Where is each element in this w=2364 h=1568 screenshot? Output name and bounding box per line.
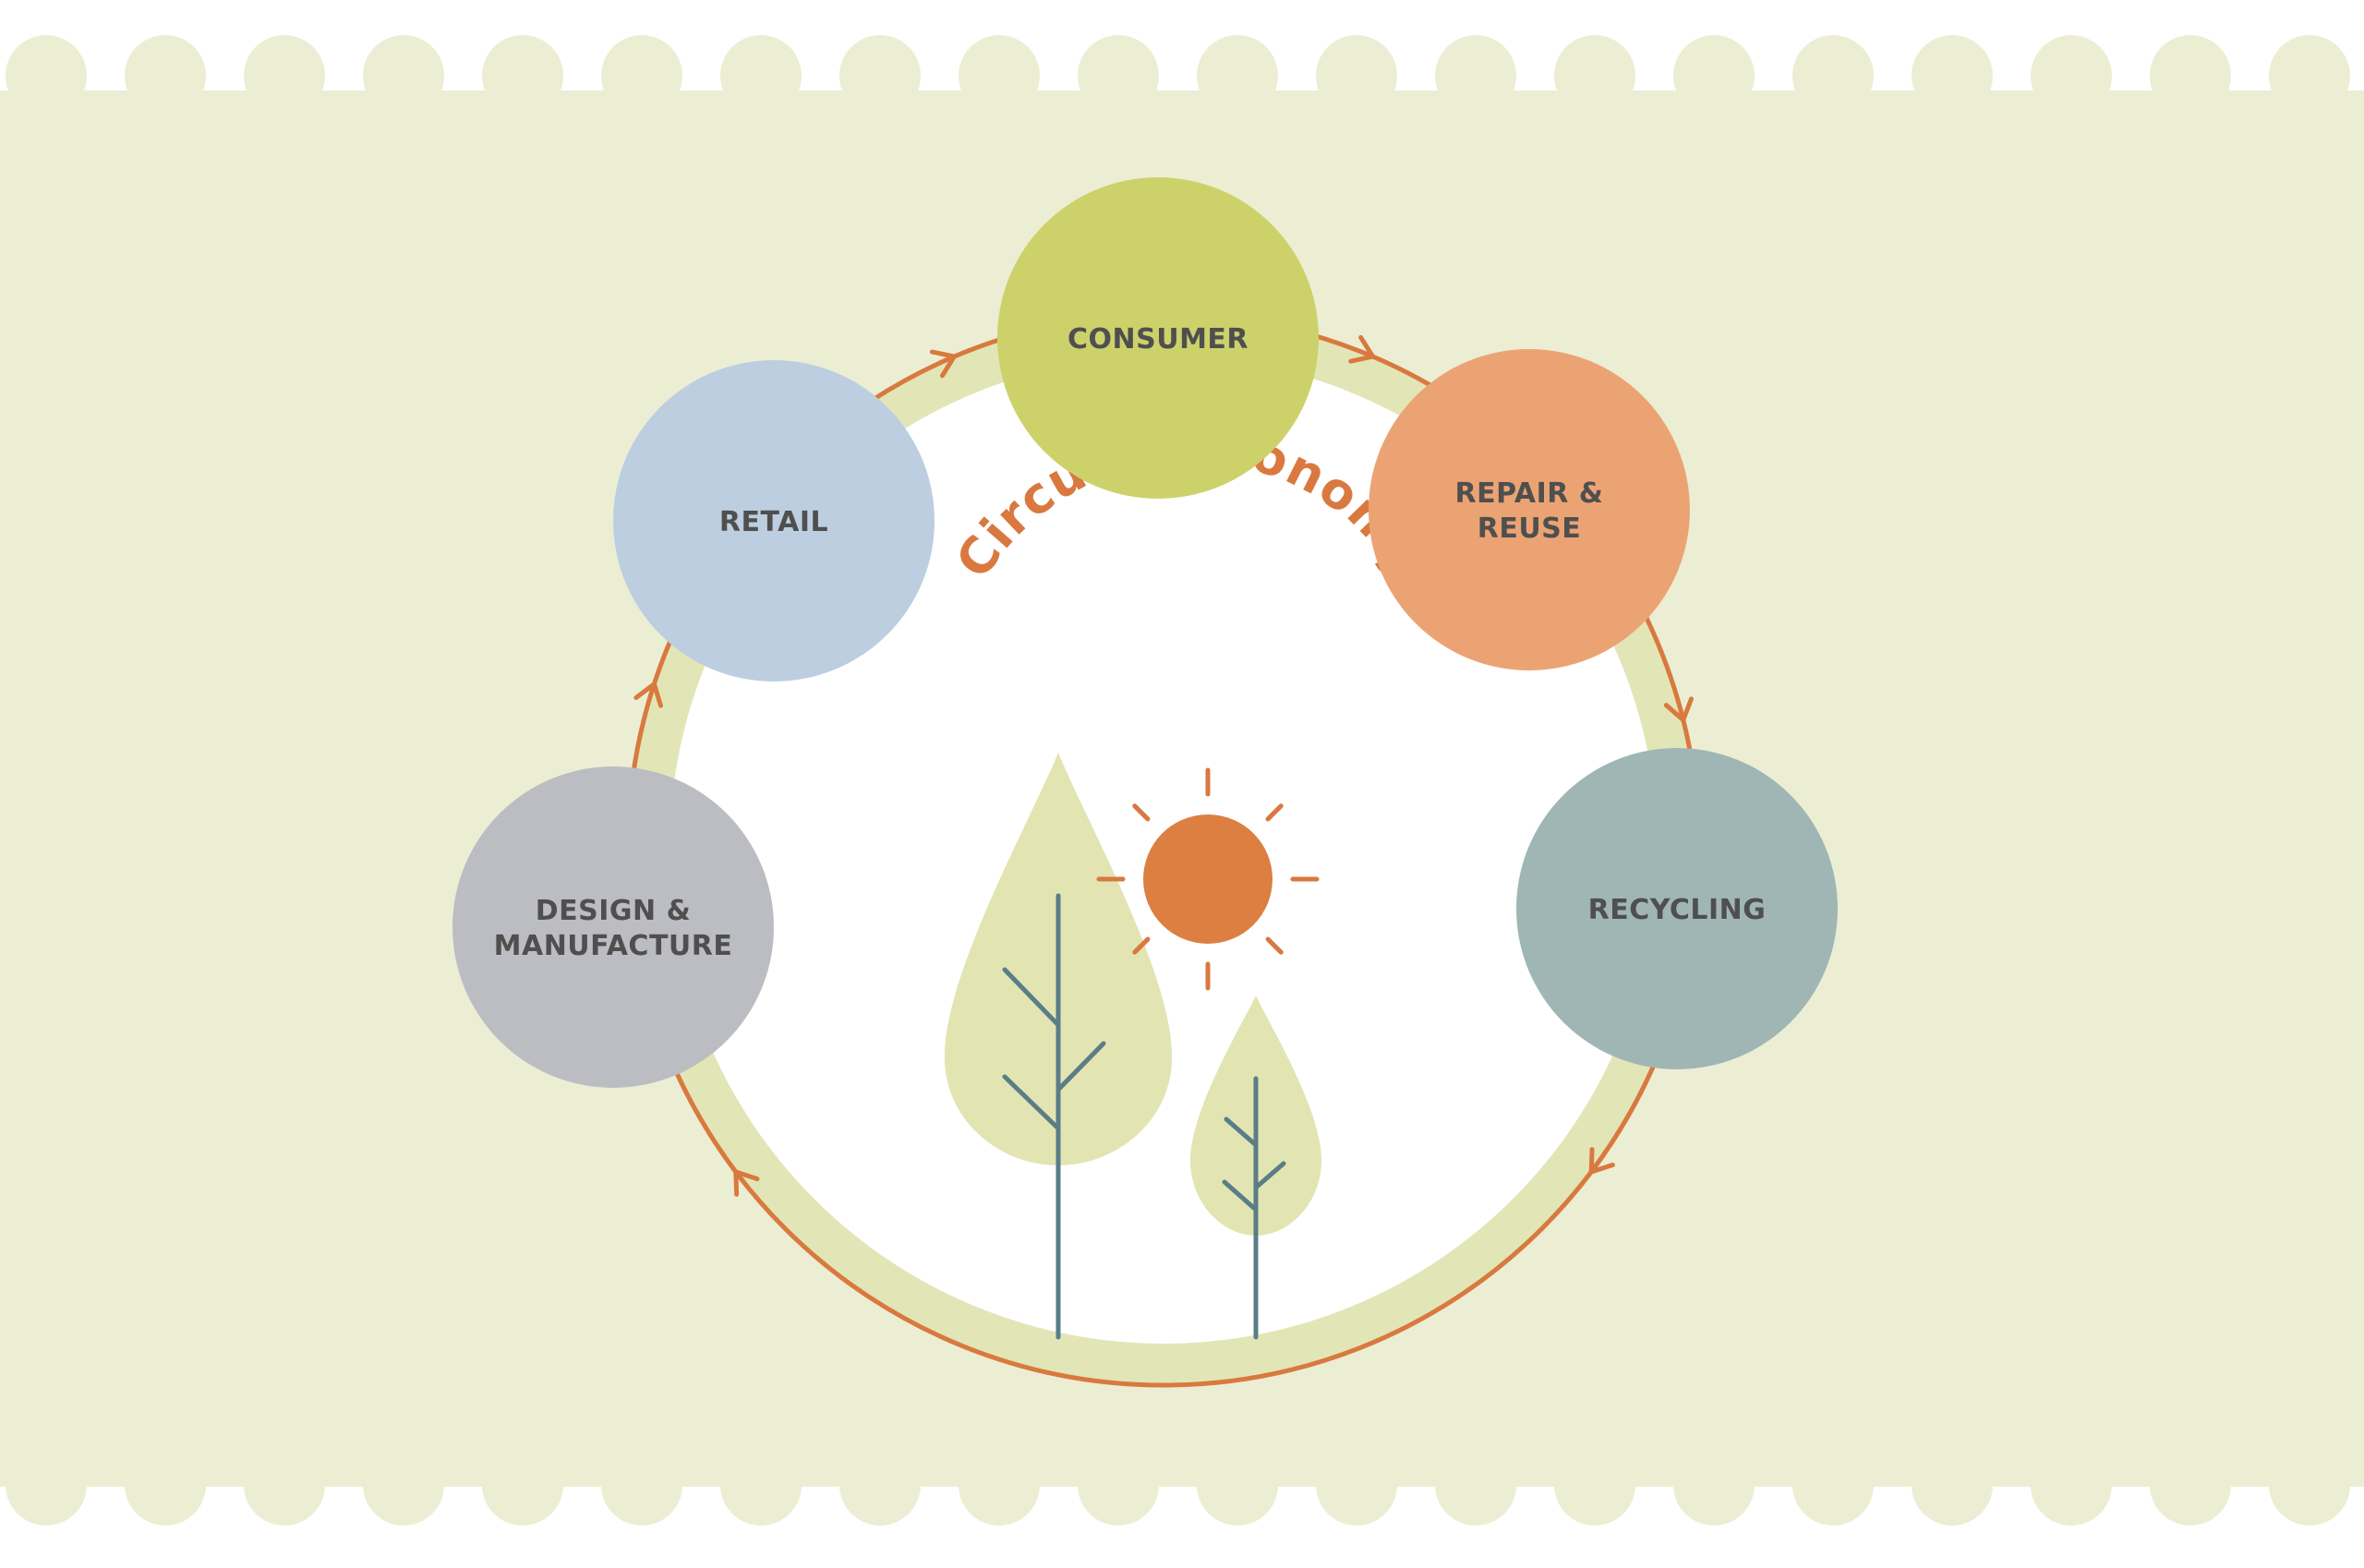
scallop <box>1912 1444 1993 1526</box>
scallop <box>720 1444 802 1526</box>
stage-node-recycling: RECYCLING <box>1516 748 1838 1069</box>
stage-circle <box>452 766 774 1088</box>
scallop <box>1078 35 1159 116</box>
scallop <box>1912 35 1993 116</box>
scallop <box>839 1444 921 1526</box>
stage-circle <box>1369 349 1690 670</box>
scallop <box>363 1444 444 1526</box>
scallop <box>1554 35 1635 116</box>
stage-label: RECYCLING <box>1588 894 1767 926</box>
stage-node-design-manufacture: DESIGN &MANUFACTURE <box>452 766 774 1088</box>
scallop <box>601 1444 682 1526</box>
scallop <box>959 35 1040 116</box>
scallop <box>2150 1444 2231 1526</box>
scallop <box>2269 1444 2350 1526</box>
stage-node-consumer: CONSUMER <box>997 177 1319 499</box>
scallop <box>1673 35 1755 116</box>
scallop <box>2150 35 2231 116</box>
scallop <box>1673 1444 1755 1526</box>
scallop <box>482 1444 563 1526</box>
scallop <box>1197 1444 1278 1526</box>
stage-label: REUSE <box>1478 513 1582 545</box>
scallop <box>6 35 87 116</box>
scallop <box>839 35 921 116</box>
stage-label: CONSUMER <box>1067 323 1248 356</box>
scallop <box>482 35 563 116</box>
stage-label: REPAIR & <box>1455 477 1604 510</box>
scallop <box>959 1444 1040 1526</box>
stage-label: MANUFACTURE <box>494 930 733 962</box>
scallop <box>1792 1444 1874 1526</box>
scallop <box>601 35 682 116</box>
scallop <box>125 1444 206 1526</box>
scallop <box>2031 35 2112 116</box>
scallop <box>1316 1444 1397 1526</box>
scallop <box>2031 1444 2112 1526</box>
scallop <box>1554 1444 1635 1526</box>
scallop <box>720 35 802 116</box>
stage-label: DESIGN & <box>536 895 692 927</box>
stage-label: RETAIL <box>719 506 828 538</box>
scallop <box>2269 35 2350 116</box>
stage-node-repair-reuse: REPAIR &REUSE <box>1369 349 1690 670</box>
scallop <box>6 1444 87 1526</box>
scallop <box>244 35 325 116</box>
scallop <box>1792 35 1874 116</box>
scallop <box>1435 1444 1516 1526</box>
scallop <box>244 1444 325 1526</box>
scallop <box>1435 35 1516 116</box>
scallop <box>1316 35 1397 116</box>
scallop <box>125 35 206 116</box>
scallop <box>1197 35 1278 116</box>
stage-node-retail: RETAIL <box>613 360 935 681</box>
scallop <box>363 35 444 116</box>
scallop <box>1078 1444 1159 1526</box>
